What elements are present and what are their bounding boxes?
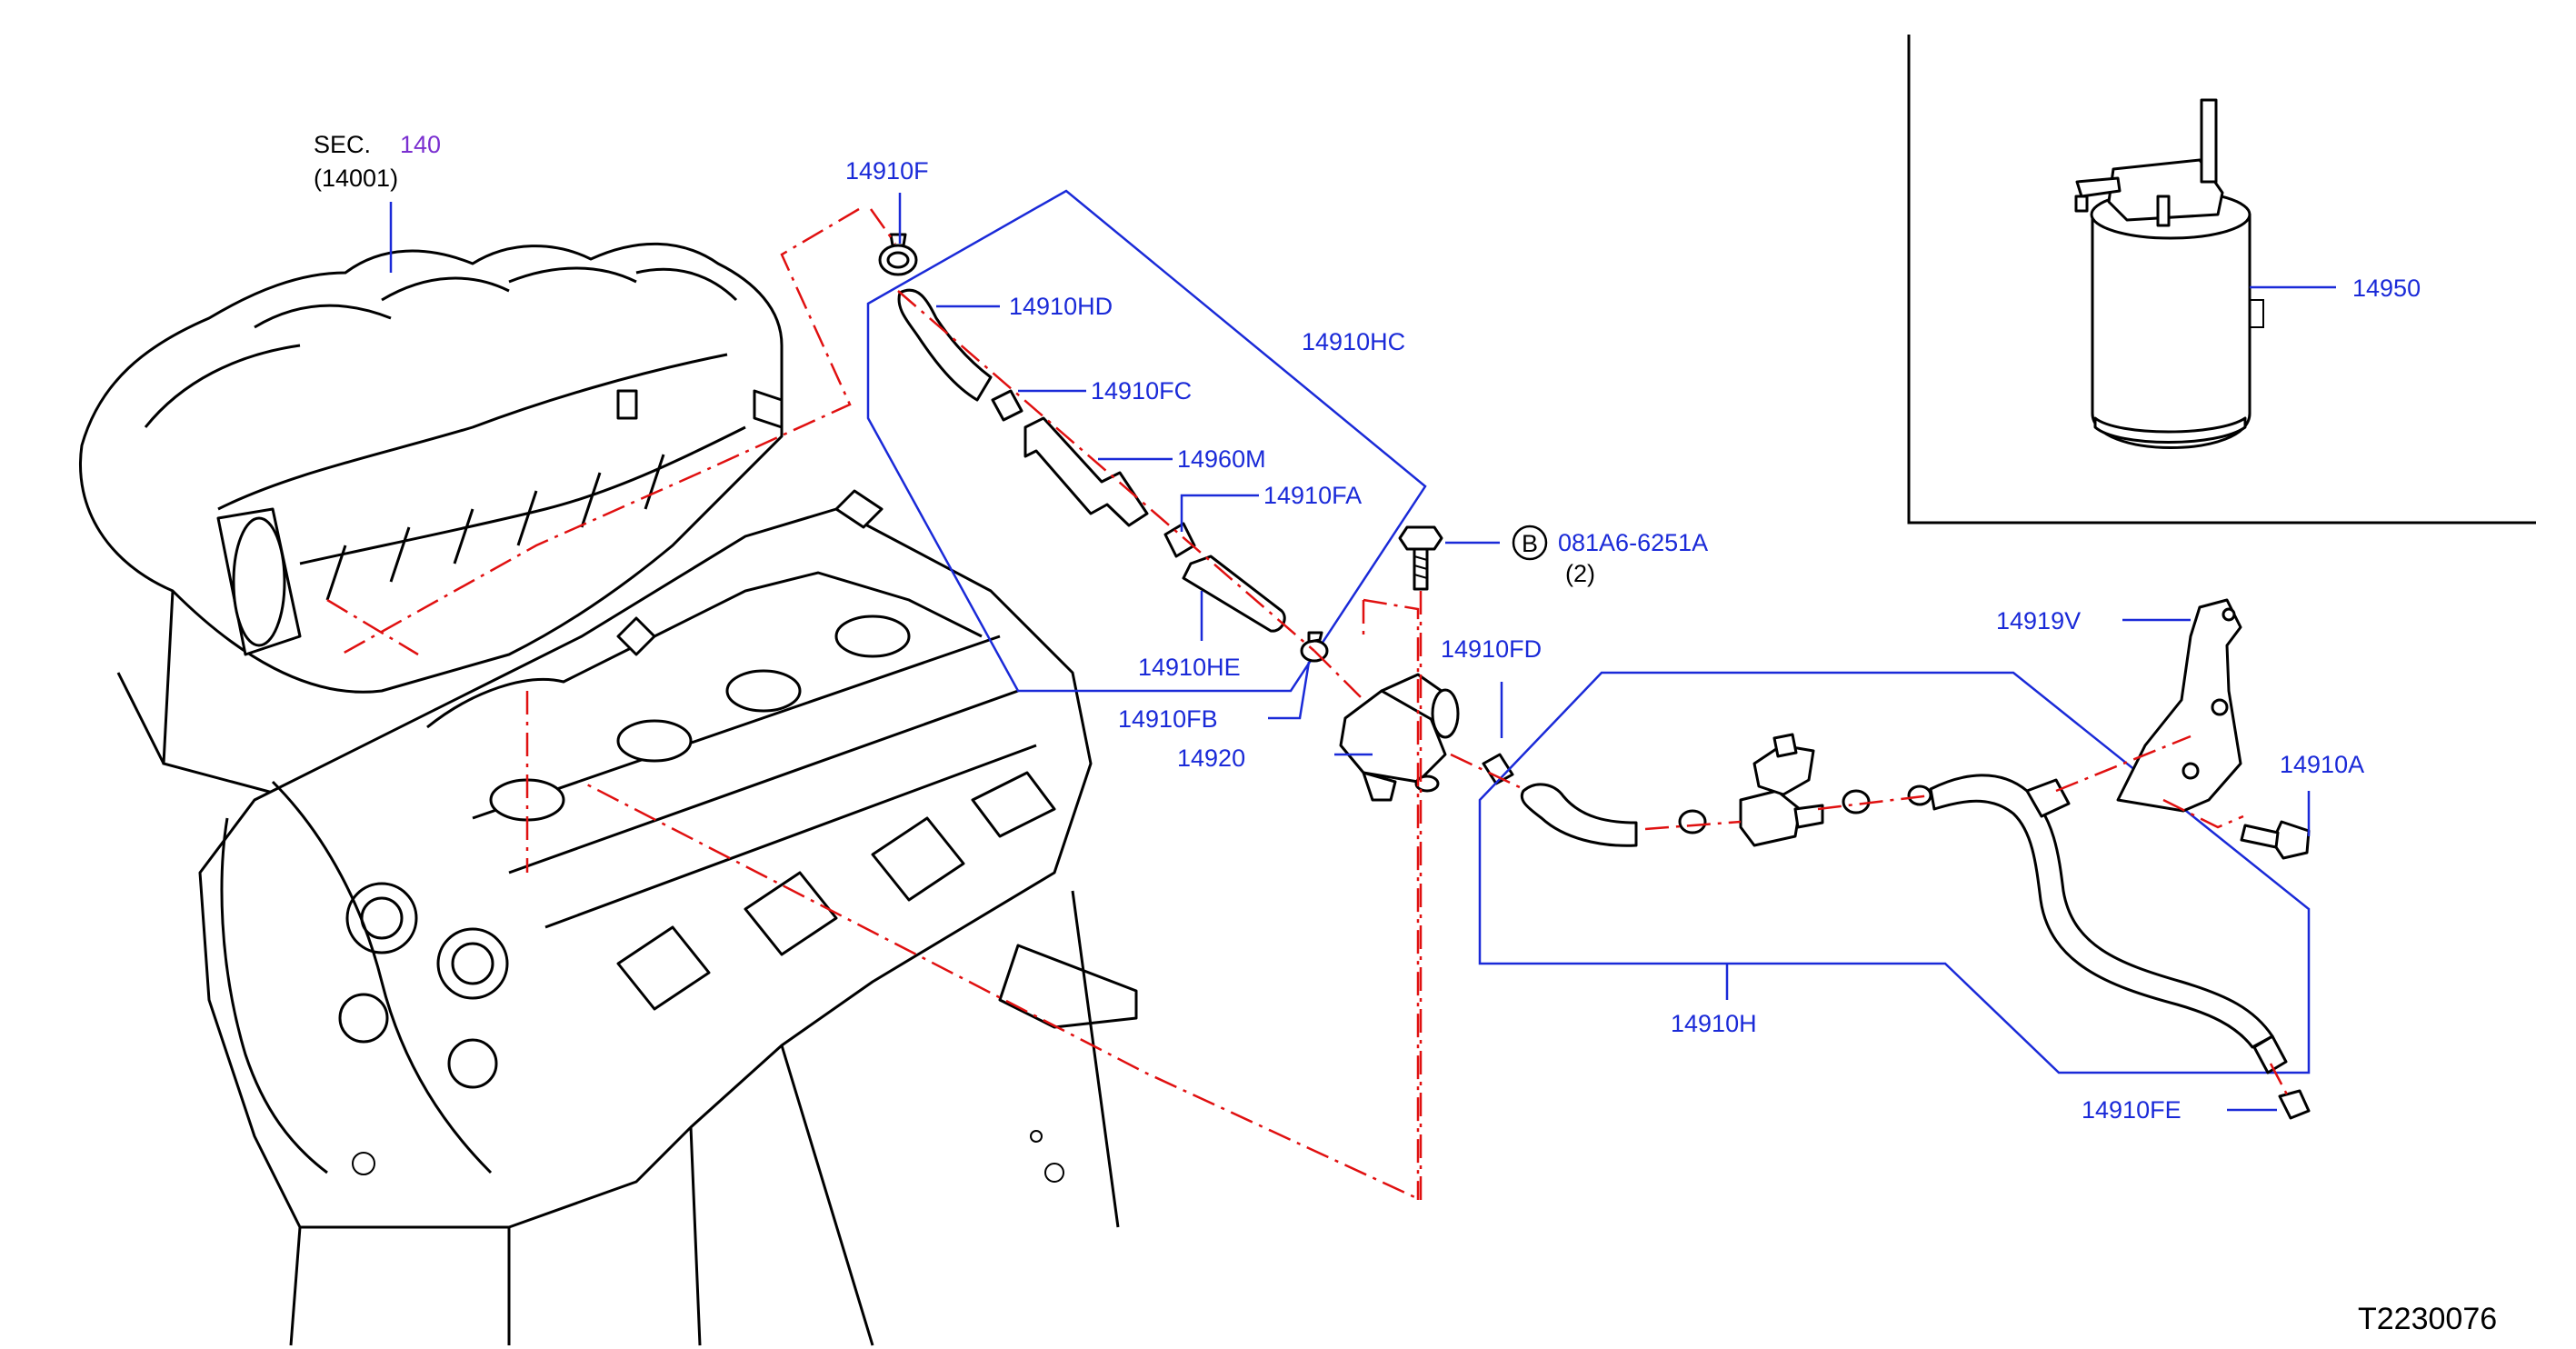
clamp-14910FE [2278, 1089, 2311, 1120]
label-14920[interactable]: 14920 [1177, 744, 1245, 772]
hose-14910HD [897, 288, 993, 402]
label-14910H[interactable]: 14910H [1671, 1010, 1757, 1037]
label-sec: SEC. [314, 131, 371, 158]
label-bolt-qty: (2) [1565, 560, 1595, 587]
group-outline-14910HC [866, 189, 1427, 693]
group-outline-14910H [1478, 671, 2311, 1074]
connection-lines [326, 207, 2289, 1202]
bolt-14910A [2240, 820, 2311, 860]
label-14910FB[interactable]: 14910FB [1118, 705, 1218, 733]
label-14910F[interactable]: 14910F [845, 157, 929, 185]
label-14910HC[interactable]: 14910HC [1302, 328, 1405, 355]
clamp-14910FD [1482, 753, 1514, 785]
reference-code: T2230076 [2358, 1302, 2497, 1336]
label-14910A[interactable]: 14910A [2280, 751, 2364, 778]
label-bolt-081A6-6251A[interactable]: 081A6-6251A [1558, 529, 1708, 556]
leader-lines [389, 193, 2336, 1112]
intake-manifold [79, 242, 784, 802]
label-14910FA[interactable]: 14910FA [1263, 482, 1362, 509]
label-bolt-marker: B [1522, 530, 1538, 557]
bolt-marker-circle [1512, 525, 1548, 561]
label-14919V[interactable]: 14919V [1996, 607, 2081, 635]
engine-cylinder-head [198, 489, 1138, 1346]
bracket-14919V [2116, 598, 2242, 813]
label-14960M[interactable]: 14960M [1177, 445, 1266, 473]
label-14910FC[interactable]: 14910FC [1091, 377, 1192, 405]
label-14910HE[interactable]: 14910HE [1138, 654, 1241, 681]
clamp-14910FB [1300, 631, 1329, 663]
label-sec-sub: (14001) [314, 165, 398, 192]
label-14950[interactable]: 14950 [2352, 275, 2421, 302]
clamp-14910FA [1163, 522, 1196, 558]
pipe-14960M [1023, 416, 1149, 527]
hose-assembly-14910H [1520, 733, 2288, 1074]
label-14910FD[interactable]: 14910FD [1441, 635, 1542, 663]
label-sec-number[interactable]: 140 [400, 131, 441, 158]
hose-14910HE [1182, 555, 1286, 633]
canister-14950 [1907, 35, 2536, 525]
label-14910FE[interactable]: 14910FE [2082, 1096, 2182, 1124]
clamp-14910F [878, 233, 918, 276]
bolt-081A6-6251A [1398, 525, 1443, 591]
clamp-14910FC [991, 389, 1023, 422]
label-14910HD[interactable]: 14910HD [1009, 293, 1113, 320]
